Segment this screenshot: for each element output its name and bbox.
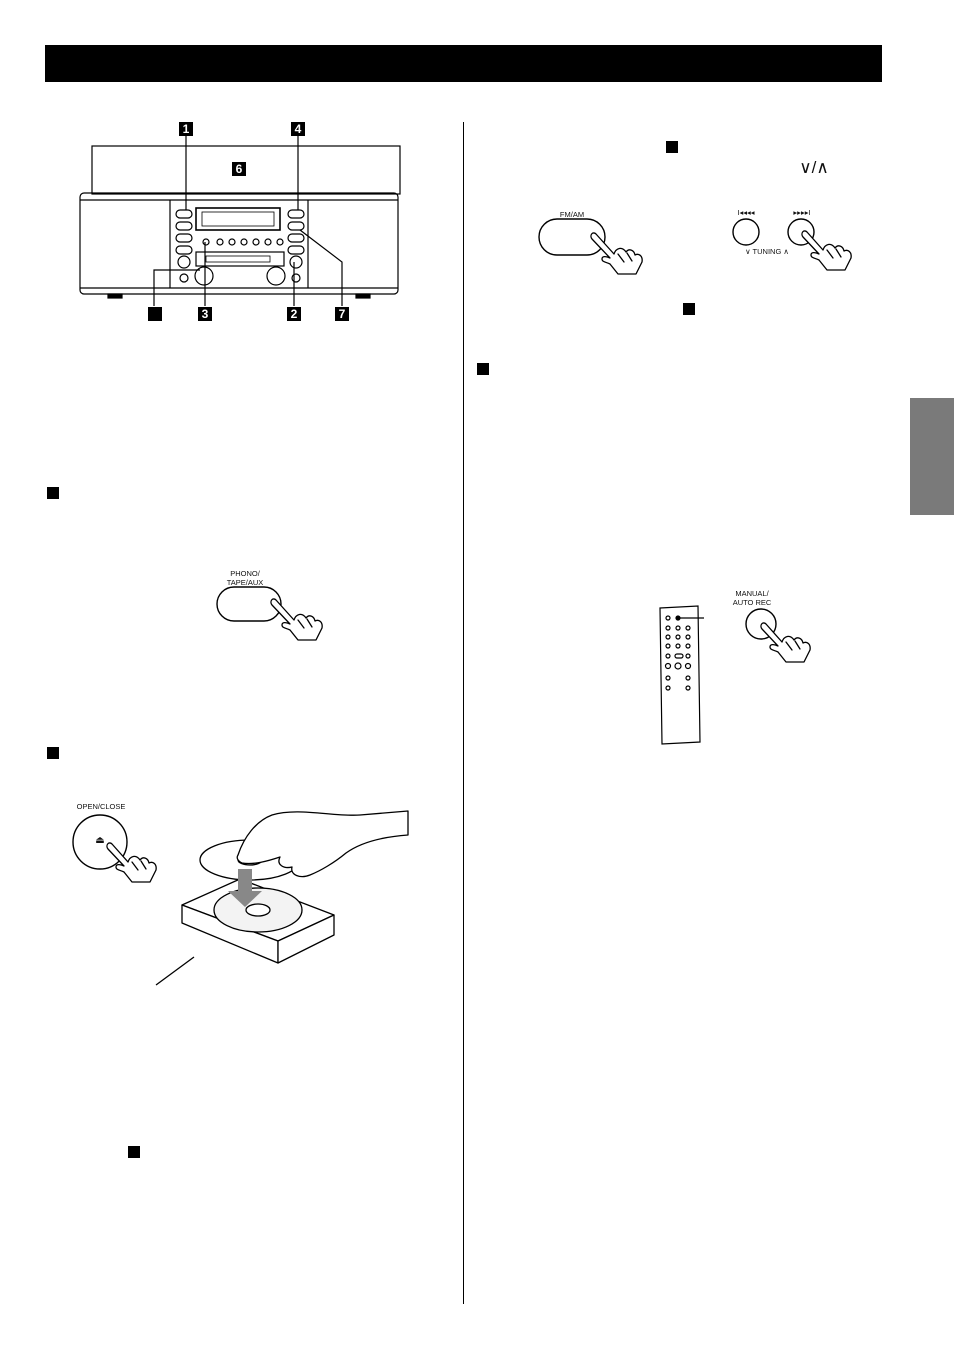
- step-marker-preset: [683, 303, 695, 315]
- column-divider: [463, 122, 464, 1304]
- pressing-hand-icon: [270, 598, 323, 641]
- callout-blank: [148, 307, 162, 321]
- language-side-tab: [910, 398, 954, 515]
- phono-tape-aux-label: PHONO/TAPE/AUX: [226, 569, 264, 587]
- step-marker-phono: [47, 487, 59, 499]
- pressing-hand-icon: [801, 230, 852, 271]
- step-marker-radio: [666, 141, 678, 153]
- tuning-down-button[interactable]: [732, 218, 762, 248]
- callout-6: 6: [232, 162, 246, 176]
- pressing-hand-icon: [590, 232, 643, 275]
- cd-tray-illustration: [155, 810, 409, 986]
- eject-icon: ⏏: [95, 835, 105, 846]
- callout-2: 2: [287, 307, 301, 321]
- tuning-arrows-text: ∨/∧: [799, 158, 829, 177]
- callout-7: 7: [335, 307, 349, 321]
- fm-am-button[interactable]: [538, 218, 650, 276]
- step-marker-record: [477, 363, 489, 375]
- open-close-button[interactable]: [72, 814, 168, 886]
- callout-1: 1: [179, 122, 193, 136]
- header-bar: [45, 45, 882, 82]
- manual-auto-rec-button[interactable]: [704, 604, 816, 664]
- tuning-up-button[interactable]: [787, 218, 859, 272]
- tuning-label: ∨ TUNING ∧: [745, 247, 789, 256]
- pressing-hand-icon: [760, 622, 811, 663]
- tuning-next-symbol: ▸▸▸▸I: [793, 208, 811, 217]
- step-marker-note: [128, 1146, 140, 1158]
- callout-4: 4: [291, 122, 305, 136]
- step-marker-cd: [47, 747, 59, 759]
- remote-control-illustration: [659, 605, 704, 745]
- fm-am-label: FM/AM: [559, 210, 585, 219]
- callout-3: 3: [198, 307, 212, 321]
- manual-auto-rec-label: MANUAL/AUTO REC: [732, 589, 772, 607]
- phono-tape-aux-button[interactable]: [216, 586, 326, 642]
- tuning-prev-symbol: I◂◂◂◂: [737, 208, 755, 217]
- device-front-illustration: [79, 134, 401, 306]
- open-close-label: OPEN/CLOSE: [76, 802, 126, 811]
- pressing-hand-icon: [106, 842, 157, 883]
